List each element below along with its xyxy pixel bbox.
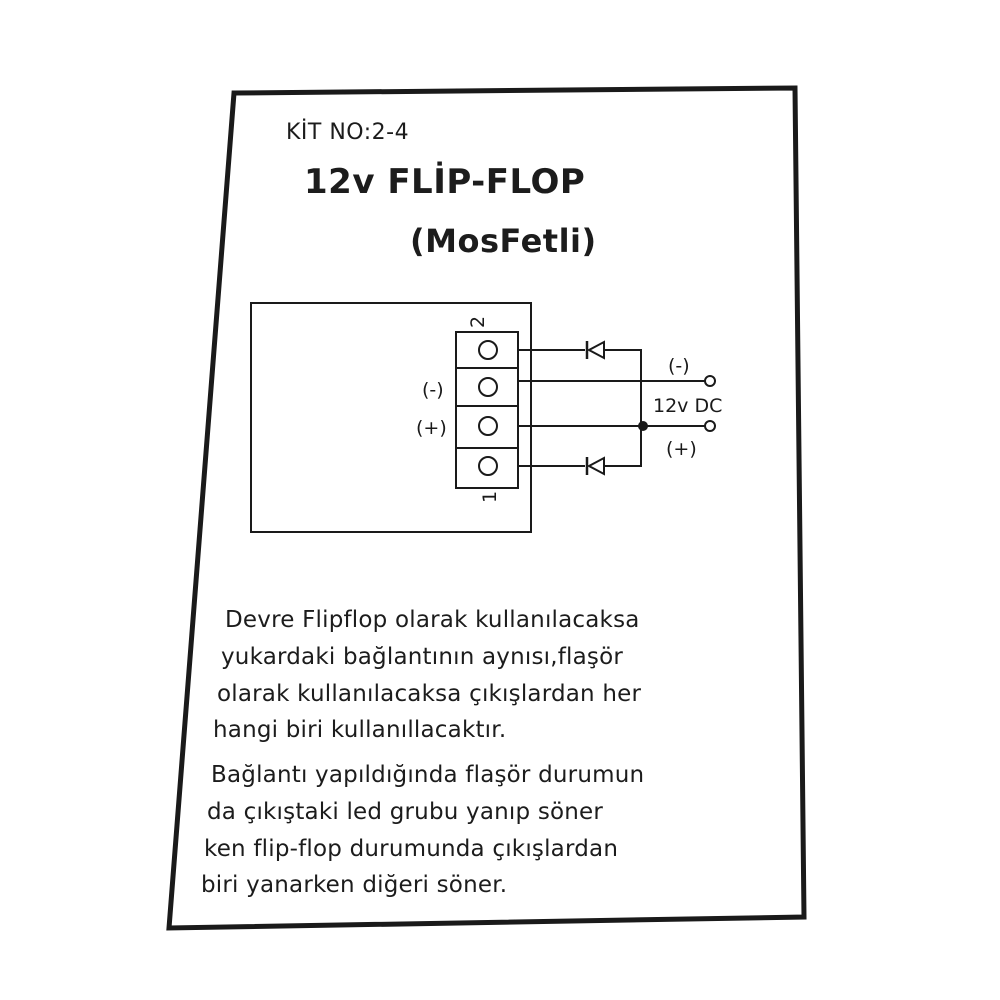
- card-border: [166, 85, 807, 931]
- supply-label-minus: (-): [668, 355, 690, 377]
- product-subtitle: (MosFetli): [410, 222, 597, 260]
- screw-icon: [478, 340, 498, 360]
- supply-voltage-label: 12v DC: [653, 395, 722, 417]
- wire-output-1b: [603, 426, 642, 467]
- paragraph1-line: yukardaki bağlantının aynısı,flaşör: [221, 644, 624, 670]
- supply-label-plus: (+): [666, 438, 697, 460]
- paragraph1-line: Devre Flipflop olarak kullanılacaksa: [225, 607, 640, 633]
- terminal-slot-1: [455, 447, 519, 489]
- junction-dot: [638, 421, 648, 431]
- paragraph1-line: olarak kullanılacaksa çıkışlardan her: [217, 681, 642, 707]
- terminal-slot-2: [455, 331, 519, 369]
- diode-bottom-icon: [585, 456, 605, 476]
- terminal-slot-plus: [455, 405, 519, 449]
- paragraph2-line: da çıkıştaki led grubu yanıp söner: [207, 799, 604, 825]
- paragraph1-line: hangi biri kullanıllacaktır.: [213, 717, 507, 743]
- screw-icon: [478, 456, 498, 476]
- screw-icon: [478, 416, 498, 436]
- wiring: [518, 349, 705, 467]
- terminal-label-minus: (-): [422, 379, 444, 401]
- screw-icon: [478, 377, 498, 397]
- paragraph2-line: Bağlantı yapıldığında flaşör durumun: [211, 762, 645, 788]
- terminal-slot-minus: [455, 367, 519, 407]
- pin-label-2: 2: [467, 316, 489, 328]
- product-title: 12v FLİP-FLOP: [304, 162, 586, 202]
- pin-label-1: 1: [479, 491, 501, 503]
- supply-terminal-plus-icon: [704, 420, 716, 432]
- terminal-block: [455, 331, 519, 489]
- diode-top-icon: [585, 340, 605, 360]
- paragraph2-line: biri yanarken diğeri söner.: [201, 872, 508, 898]
- supply-terminal-minus-icon: [704, 375, 716, 387]
- terminal-label-plus: (+): [416, 417, 447, 439]
- pcb-board: [250, 302, 532, 533]
- wire-output-2b: [603, 349, 642, 426]
- paragraph2-line: ken flip-flop durumunda çıkışlardan: [204, 836, 619, 862]
- kit-number: KİT NO:2-4: [286, 120, 410, 145]
